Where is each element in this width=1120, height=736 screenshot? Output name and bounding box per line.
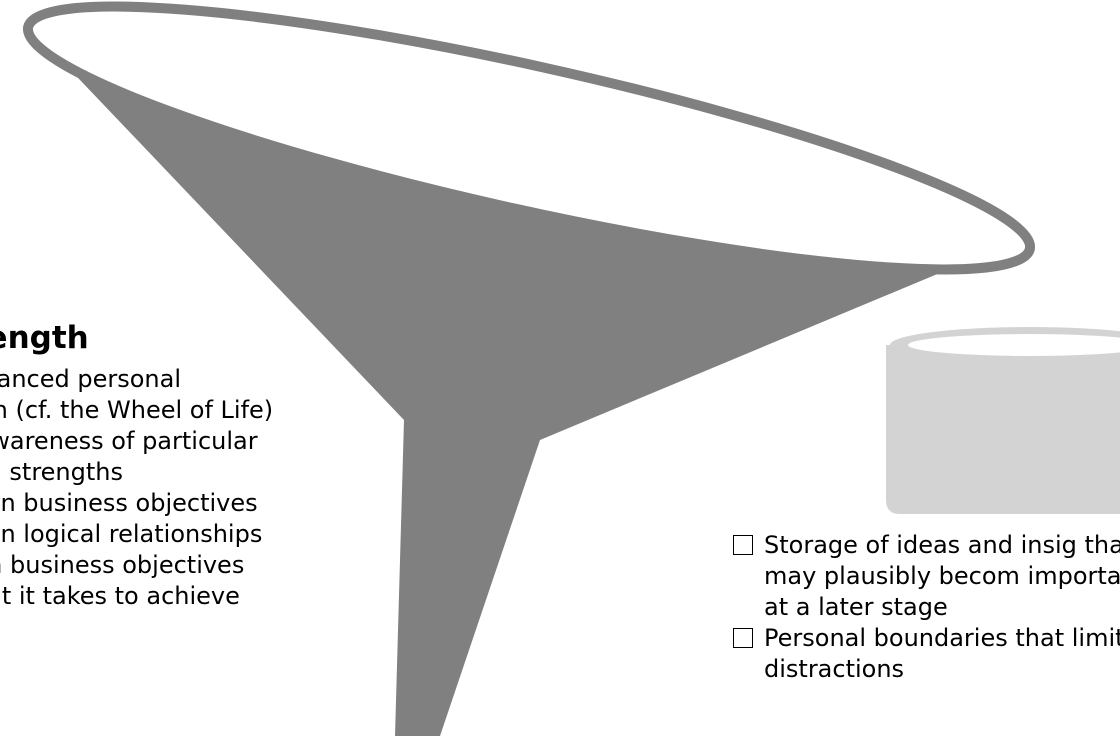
storage-list-item-text: Storage of ideas and insig that may plau… [764, 531, 1120, 621]
strength-item: rity on logical relationships [0, 520, 263, 548]
funnel-rim [22, 1, 1036, 275]
checkbox-icon [733, 628, 753, 648]
strength-item: od awareness of particular [0, 427, 258, 455]
storage-container [886, 345, 1120, 514]
storage-container-opening [908, 334, 1120, 356]
strength-item: l what it takes to achieve [0, 582, 240, 610]
checkbox-icon [733, 535, 753, 555]
strength-list: ll-balanced personal ength (cf. the Whee… [0, 364, 398, 643]
strength-item: m [0, 612, 398, 643]
storage-list-item-text: Personal boundaries that limit distracti… [764, 624, 1120, 683]
storage-list: Storage of ideas and insig that may plau… [733, 530, 1120, 685]
storage-list-item: Storage of ideas and insig that may plau… [733, 530, 1120, 623]
strength-item: sonal strengths [0, 458, 123, 486]
storage-list-item: Personal boundaries that limit distracti… [733, 623, 1120, 685]
strength-heading: strength [0, 320, 89, 356]
strength-item: ween business objectives [0, 551, 245, 579]
strength-item: ll-balanced personal [0, 365, 181, 393]
strength-item: ength (cf. the Wheel of Life) [0, 396, 274, 424]
strength-item: rity on business objectives [0, 489, 258, 517]
strength-section: strength ll-balanced personal ength (cf.… [0, 318, 398, 643]
